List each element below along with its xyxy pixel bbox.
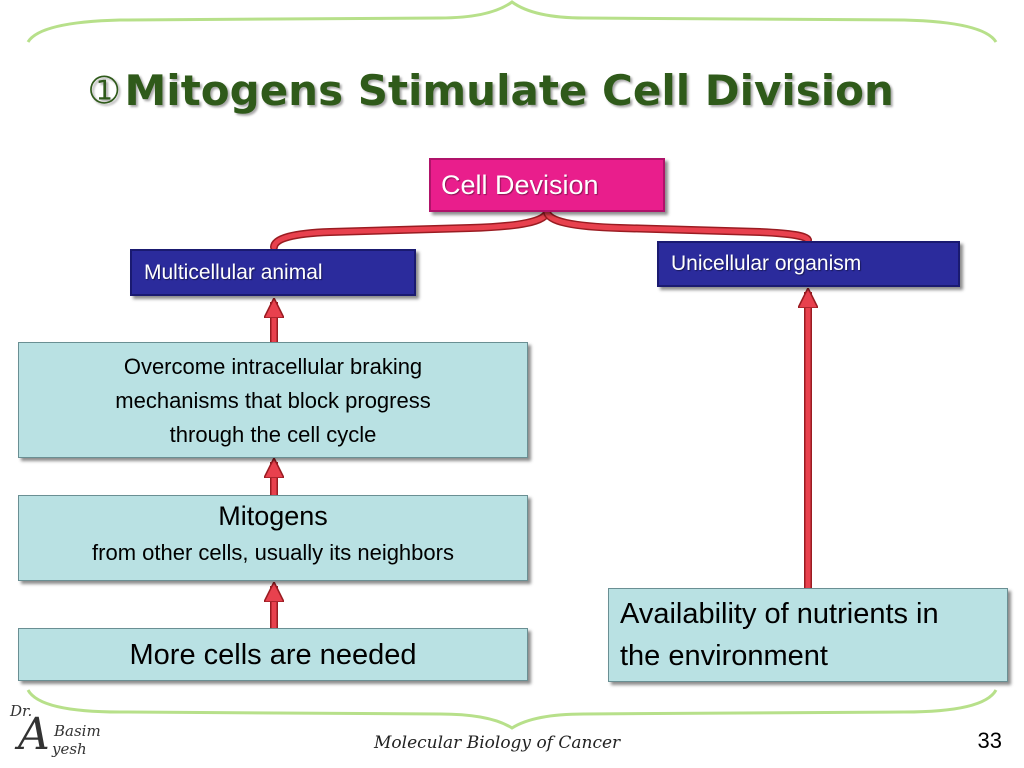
logo-prefix: Dr. [10,702,33,720]
node-more-cells-needed: More cells are needed [18,628,528,681]
root-node-label: Cell Devision [441,170,599,200]
title-number-icon: ➀ [90,71,119,111]
overcome-line-2: mechanisms that block progress [115,388,431,413]
logo-line-1: Basim [54,722,101,740]
footer-course-title: Molecular Biology of Cancer [374,733,621,753]
node-nutrients-availability: Availability of nutrients in the environ… [608,588,1008,682]
logo-line-2: yesh [52,740,87,758]
node-multicellular-animal: Multicellular animal [130,249,416,296]
mitogens-heading: Mitogens [218,501,328,531]
logo-initial: A [18,709,50,760]
overcome-line-1: Overcome intracellular braking [123,354,423,379]
node-unicellular-organism: Unicellular organism [657,241,960,287]
multicellular-label: Multicellular animal [144,261,323,284]
top-frame-line [26,0,998,43]
branch-connector-left [270,208,551,251]
unicellular-label: Unicellular organism [671,252,862,275]
slide-title-text: Mitogens Stimulate Cell Division [124,66,894,115]
nutrients-line-2: the environment [620,640,828,672]
root-node-cell-division: Cell Devision [429,158,665,212]
overcome-line-3: through the cell cycle [169,422,377,447]
mitogens-subtext: from other cells, usually its neighbors [92,540,454,565]
nutrients-line-1: Availability of nutrients in [620,598,939,630]
node-mitogens: Mitogens from other cells, usually its n… [18,495,528,581]
branch-connector-right [543,208,812,244]
page-number: 33 [977,728,1002,753]
node-overcome-braking: Overcome intracellular braking mechanism… [18,342,528,458]
more-cells-label: More cells are needed [129,639,417,671]
bottom-frame-line [26,689,998,730]
author-logo: Dr. A Basim yesh [8,702,104,762]
